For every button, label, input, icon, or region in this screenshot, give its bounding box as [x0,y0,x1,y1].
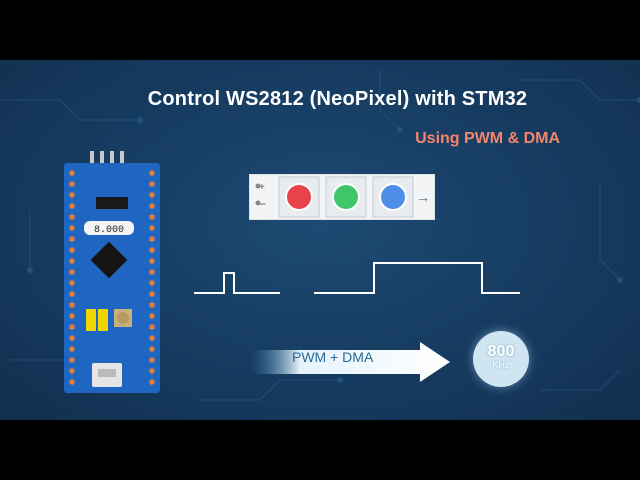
board-pin [149,192,155,198]
board-pin [69,346,75,352]
board-pin [149,379,155,385]
led-light [285,183,313,211]
board-pin [149,335,155,341]
board-pin [69,214,75,220]
board-pin [69,379,75,385]
led-light [332,183,360,211]
board-pin [69,280,75,286]
board-pin [69,181,75,187]
mcu-chip [90,241,128,279]
board-pin [149,181,155,187]
board-pin [149,291,155,297]
board-pin [69,324,75,330]
board-pin [69,269,75,275]
board-pin [149,357,155,363]
frequency-value: 800 [487,343,515,360]
board-pin [149,225,155,231]
board-pin [149,280,155,286]
board-pin [149,170,155,176]
board-pin [149,302,155,308]
crystal-label: 8.000 [94,225,124,236]
board-pin [69,313,75,319]
board-pin [149,313,155,319]
subtitle: Using PWM & DMA [415,130,560,147]
board-pin [149,258,155,264]
board-pin [149,346,155,352]
board-pin [149,368,155,374]
long-pulse [314,262,520,294]
flow-label: PWM + DMA [292,349,374,365]
board-pin [69,302,75,308]
plus-icon: + [259,182,265,193]
frequency-badge: 800 KHz [473,331,529,387]
board-pin [69,357,75,363]
ws2812-led-strip: + − → [249,174,435,220]
board-pin [69,335,75,341]
board-pin [149,247,155,253]
board-pin [69,192,75,198]
board-pin [69,236,75,242]
pwm-waveform [194,262,520,294]
board-pin [149,203,155,209]
short-pulse [194,272,280,294]
content-panel: Control WS2812 (NeoPixel) with STM32 Usi… [0,60,640,420]
arrow-right-icon: → [416,189,430,205]
page-title: Control WS2812 (NeoPixel) with STM32 [147,88,528,110]
board-pin [69,247,75,253]
board-pin [69,225,75,231]
jumper-boot1 [98,309,108,331]
led-light [379,183,407,211]
board-pin [149,269,155,275]
flow-arrow [250,342,450,382]
crystal [84,221,134,235]
board-pin [149,214,155,220]
board-pin [69,258,75,264]
stm32-board-image: 8.000 [64,151,160,393]
board-pin [149,324,155,330]
frequency-unit: KHz [492,360,510,370]
board-pin [69,368,75,374]
jumper-boot0 [86,309,96,331]
board-pin [69,170,75,176]
board-pin [149,236,155,242]
chip-small [96,197,128,209]
minus-icon: − [259,197,266,211]
board-pin [69,203,75,209]
pcb [64,163,160,393]
board-pin [69,291,75,297]
